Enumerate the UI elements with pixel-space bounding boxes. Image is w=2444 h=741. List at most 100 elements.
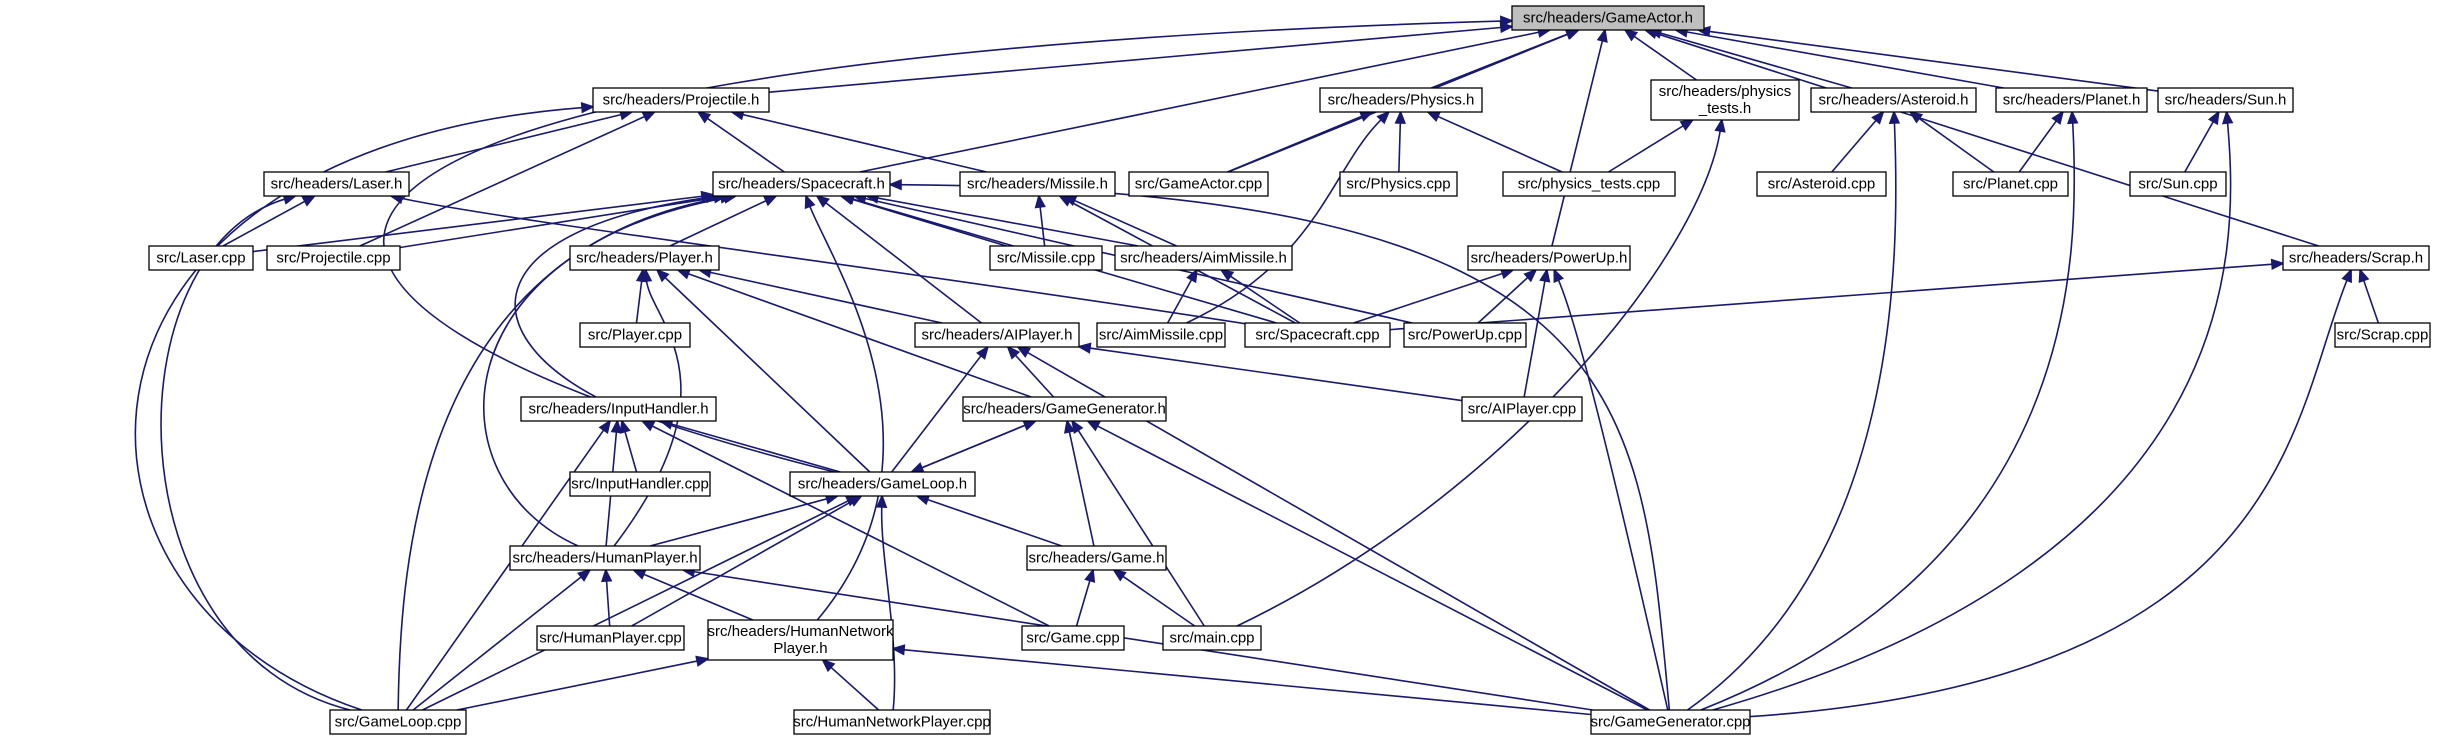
node-main-cpp[interactable]: src/main.cpp (1162, 625, 1262, 651)
node-gameloop-h[interactable]: src/headers/GameLoop.h (789, 471, 976, 497)
edge-line (422, 499, 850, 711)
edge-gamegenerator_cpp-to-sun_h (1712, 109, 2234, 711)
node-missile-cpp[interactable]: src/Missile.cpp (989, 245, 1103, 271)
edge-line (741, 113, 987, 173)
edge-gameactor_cpp-to-physics_h (1227, 111, 1375, 173)
edge-line (385, 113, 623, 173)
node-box (1810, 87, 1977, 113)
arrowhead (1006, 345, 1021, 360)
node-laser-h[interactable]: src/headers/Laser.h (263, 171, 410, 197)
node-player-cpp[interactable]: src/Player.cpp (579, 322, 691, 348)
node-missile-h[interactable]: src/headers/Missile.h (959, 171, 1116, 197)
node-label: src/AimMissile.cpp (1099, 327, 1223, 344)
node-aiplayer-cpp[interactable]: src/AIPlayer.cpp (1461, 396, 1583, 422)
node-label: src/headers/Laser.h (271, 176, 403, 193)
node-aimmissile-h[interactable]: src/headers/AimMissile.h (1114, 245, 1293, 271)
node-game-h[interactable]: src/headers/Game.h (1026, 545, 1167, 571)
node-physics-cpp[interactable]: src/Physics.cpp (1339, 171, 1458, 197)
arrowhead (2051, 110, 2065, 125)
arrowhead (580, 101, 596, 114)
node-spacecraft-cpp[interactable]: src/Spacecraft.cpp (1244, 322, 1391, 348)
node-humanplayer-cpp[interactable]: src/HumanPlayer.cpp (536, 625, 685, 651)
node-scrap-cpp[interactable]: src/Scrap.cpp (2334, 322, 2431, 348)
node-box (1319, 87, 1483, 113)
edge-spacecraft_cpp-to-aimmissile_h (1219, 268, 1301, 324)
arrowhead (2067, 109, 2079, 125)
edge-line (1831, 119, 1878, 173)
node-projectile-cpp[interactable]: src/Projectile.cpp (266, 245, 401, 271)
edge-line (1659, 31, 1852, 89)
node-physics-tests-cpp[interactable]: src/physics_tests.cpp (1502, 171, 1676, 197)
arrowhead (2221, 109, 2234, 125)
node-label: src/headers/GameActor.h (1523, 10, 1693, 27)
node-label: src/Game.cpp (1026, 630, 1119, 647)
edge-aiplayer_h-to-spacecraft_h (815, 194, 982, 324)
node-game-cpp[interactable]: src/Game.cpp (1021, 625, 1125, 651)
node-aiplayer-h[interactable]: src/headers/AIPlayer.h (914, 322, 1080, 348)
edge-line (359, 115, 646, 247)
edge-aimmissile_h-to-spacecraft_h (864, 192, 1139, 247)
arrowhead (675, 268, 691, 280)
node-powerup-h[interactable]: src/headers/PowerUp.h (1467, 245, 1631, 271)
node-aimmissile-cpp[interactable]: src/AimMissile.cpp (1096, 322, 1226, 348)
node-planet-h[interactable]: src/headers/Planet.h (1995, 87, 2148, 113)
arrowhead (619, 418, 631, 434)
node-powerup-cpp[interactable]: src/PowerUp.cpp (1403, 322, 1527, 348)
node-gameactor-cpp[interactable]: src/GameActor.cpp (1128, 171, 1269, 197)
edge-line (642, 573, 754, 621)
edge-gameloop_h-to-inputhandler_h (658, 418, 841, 473)
node-gamegenerator-h[interactable]: src/headers/GameGenerator.h (962, 396, 1167, 422)
arrowhead (1034, 193, 1046, 209)
arrowhead (577, 568, 592, 582)
node-box (1511, 5, 1705, 31)
arrowhead (1112, 568, 1127, 582)
edge-line (1477, 276, 1530, 324)
edge-main_cpp-to-physics_tests_h (1236, 117, 1726, 627)
node-label: src/Physics.cpp (1346, 176, 1450, 193)
node-box (989, 245, 1103, 271)
edge-line (1917, 117, 1995, 173)
arrowhead (1076, 342, 1092, 354)
node-box (579, 322, 691, 348)
node-humannetworkplayer-cpp[interactable]: src/HumanNetworkPlayer.cpp (793, 709, 991, 735)
node-gamegenerator-cpp[interactable]: src/GameGenerator.cpp (1590, 709, 1751, 735)
edge-line (1121, 575, 1196, 627)
edge-line (514, 196, 708, 398)
node-inputhandler-h[interactable]: src/headers/InputHandler.h (520, 396, 717, 422)
node-physics-h[interactable]: src/headers/Physics.h (1319, 87, 1483, 113)
edge-line (880, 505, 896, 711)
edge-line (623, 430, 638, 473)
node-physics-tests-h[interactable]: src/headers/physics_tests.h (1650, 79, 1800, 121)
node-sun-cpp[interactable]: src/Sun.cpp (2129, 171, 2227, 197)
node-box (1590, 709, 1751, 735)
node-projectile-h[interactable]: src/headers/Projectile.h (592, 87, 770, 113)
node-box (914, 322, 1080, 348)
node-player-h[interactable]: src/headers/Player.h (569, 245, 720, 271)
arrowhead (631, 569, 647, 580)
node-box (1650, 79, 1800, 121)
node-label: src/headers/Physics.h (1328, 92, 1475, 109)
edge-gamegenerator_cpp-to-spacecraft_h (887, 179, 1671, 711)
node-inputhandler-cpp[interactable]: src/InputHandler.cpp (569, 471, 711, 497)
node-label: src/AIPlayer.cpp (1468, 401, 1576, 418)
edge-line (160, 198, 351, 711)
edge-main_cpp-to-gamegenerator_h (1071, 419, 1205, 627)
edge-line (1236, 129, 1722, 627)
node-spacecraft-h[interactable]: src/headers/Spacecraft.h (712, 171, 891, 197)
node-scrap-h[interactable]: src/headers/Scrap.h (2282, 245, 2430, 271)
arrowhead (2358, 268, 2370, 284)
edge-line (1229, 274, 1301, 324)
node-gameactor-h[interactable]: src/headers/GameActor.h (1511, 5, 1705, 31)
node-asteroid-h[interactable]: src/headers/Asteroid.h (1810, 87, 1977, 113)
node-asteroid-cpp[interactable]: src/Asteroid.cpp (1756, 171, 1887, 197)
node-humannetworkplayer-h[interactable]: src/headers/HumanNetworkPlayer.h (707, 619, 894, 661)
node-humanplayer-h[interactable]: src/headers/HumanPlayer.h (509, 545, 701, 571)
node-planet-cpp[interactable]: src/Planet.cpp (1952, 171, 2069, 197)
node-laser-cpp[interactable]: src/Laser.cpp (148, 245, 254, 271)
node-label: src/Projectile.cpp (276, 250, 390, 267)
node-sun-h[interactable]: src/headers/Sun.h (2157, 87, 2294, 113)
node-gameloop-cpp[interactable]: src/GameLoop.cpp (329, 709, 467, 735)
edge-line (1076, 428, 1205, 627)
edge-spacecraft_cpp-to-scrap_h (1389, 258, 2286, 331)
